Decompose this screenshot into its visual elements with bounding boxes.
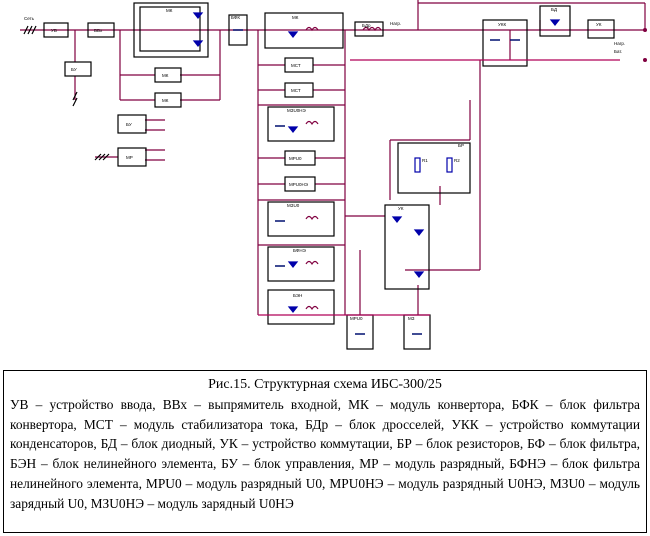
label-ukk: УКК: [498, 22, 506, 27]
caption-text: УВ – устройство ввода, ВВх – выпрямитель…: [10, 397, 640, 511]
caption-title: Рис.15. Структурная схема ИБС-300/25: [208, 377, 442, 392]
label-load: Нагр.: [614, 41, 625, 46]
label-mst2: МК: [162, 98, 169, 103]
block-mst2: [154, 92, 182, 108]
coil-mk-filter: [305, 26, 319, 32]
diode-mk1: [192, 12, 204, 19]
block-uk2: [587, 19, 615, 39]
label-bd: БД: [551, 7, 557, 12]
block-uk: [384, 204, 430, 290]
label-bu: БУ: [126, 122, 132, 127]
block-diagram: Сеть УВ ВВх МК БФК МК МК МК БУ БУ МР МСТ…: [20, 0, 647, 350]
label-mst1: МК: [162, 73, 169, 78]
label-bu-top: БУ: [71, 67, 77, 72]
mr-hatch: [94, 153, 110, 161]
block-bf2: [267, 201, 335, 237]
block-mk-filter: [264, 12, 344, 49]
block-mst-a: [284, 57, 314, 73]
label-uv: УВ: [51, 28, 57, 33]
coil-bf4: [305, 305, 319, 311]
label-mz2: МЗ: [408, 316, 415, 321]
label-br: БР: [458, 143, 464, 148]
label-input: Сеть: [24, 16, 35, 21]
diode-bf1: [287, 126, 299, 133]
label-bvx: ВВх: [94, 28, 103, 33]
label-bat: Бат.: [614, 49, 622, 54]
coil-bf2: [305, 215, 319, 221]
diode-bd: [549, 19, 561, 26]
coil-bf3: [305, 260, 319, 266]
block-bfk: [228, 14, 248, 46]
label-out-bus: Нагр.: [390, 21, 401, 26]
label-mst-b: МСТ: [291, 88, 301, 93]
label-bf4: БЭН: [293, 293, 302, 298]
block-bvx: [87, 22, 115, 38]
block-mst1: [154, 67, 182, 83]
block-br1: [284, 150, 316, 166]
label-mst-a: МСТ: [291, 63, 301, 68]
diode-mk2: [192, 40, 204, 47]
terminal-load: [643, 28, 647, 32]
block-bdr: [354, 21, 384, 37]
block-bu-top: [64, 61, 92, 77]
block-bf3: [267, 246, 335, 282]
label-mz1: МРU0: [350, 316, 363, 321]
diode-uk1: [391, 216, 403, 223]
label-mr: МР: [126, 155, 133, 160]
block-mk-inner: [139, 6, 201, 52]
label-bdr: БДр: [362, 23, 371, 28]
block-br: [397, 142, 471, 194]
block-mst-b: [284, 82, 314, 98]
block-br2: [284, 176, 316, 192]
coil-bdr: [362, 26, 382, 32]
block-bd: [539, 5, 571, 37]
resistor-r2: [446, 157, 453, 173]
label-br2: МРU0НЭ: [289, 182, 309, 187]
label-bf1: МЗU0НЭ: [287, 108, 306, 113]
input-hatch: [23, 25, 37, 35]
block-mr: [117, 147, 147, 167]
diode-bf4: [287, 306, 299, 313]
diode-uk3: [413, 271, 425, 278]
block-bf1: [267, 106, 335, 142]
figure-caption: Рис.15. Структурная схема ИБС-300/25 УВ …: [3, 370, 647, 533]
block-uv: [43, 22, 69, 38]
label-r1: R1: [422, 158, 428, 163]
label-uk: УК: [398, 206, 404, 211]
label-bf2: МЗU0: [287, 203, 300, 208]
label-bf3: БФНЭ: [293, 248, 307, 253]
diode-bfk: [287, 31, 299, 38]
block-bu: [117, 114, 147, 134]
label-mk-filter: МК: [292, 15, 299, 20]
label-bfk: БФК: [231, 15, 240, 20]
bu-hatch: [72, 91, 78, 107]
label-r2: R2: [454, 158, 460, 163]
diode-uk2: [413, 229, 425, 236]
coil-bf1: [305, 120, 319, 126]
terminal-bat: [643, 58, 647, 62]
block-mk: [133, 2, 209, 58]
resistor-r1: [414, 157, 421, 173]
block-ukk: [482, 19, 528, 67]
label-uk2: УК: [596, 22, 602, 27]
block-bf4: [267, 289, 335, 325]
label-mk: МК: [166, 8, 173, 13]
diode-bf3: [287, 261, 299, 268]
label-br1: МРU0: [289, 156, 302, 161]
